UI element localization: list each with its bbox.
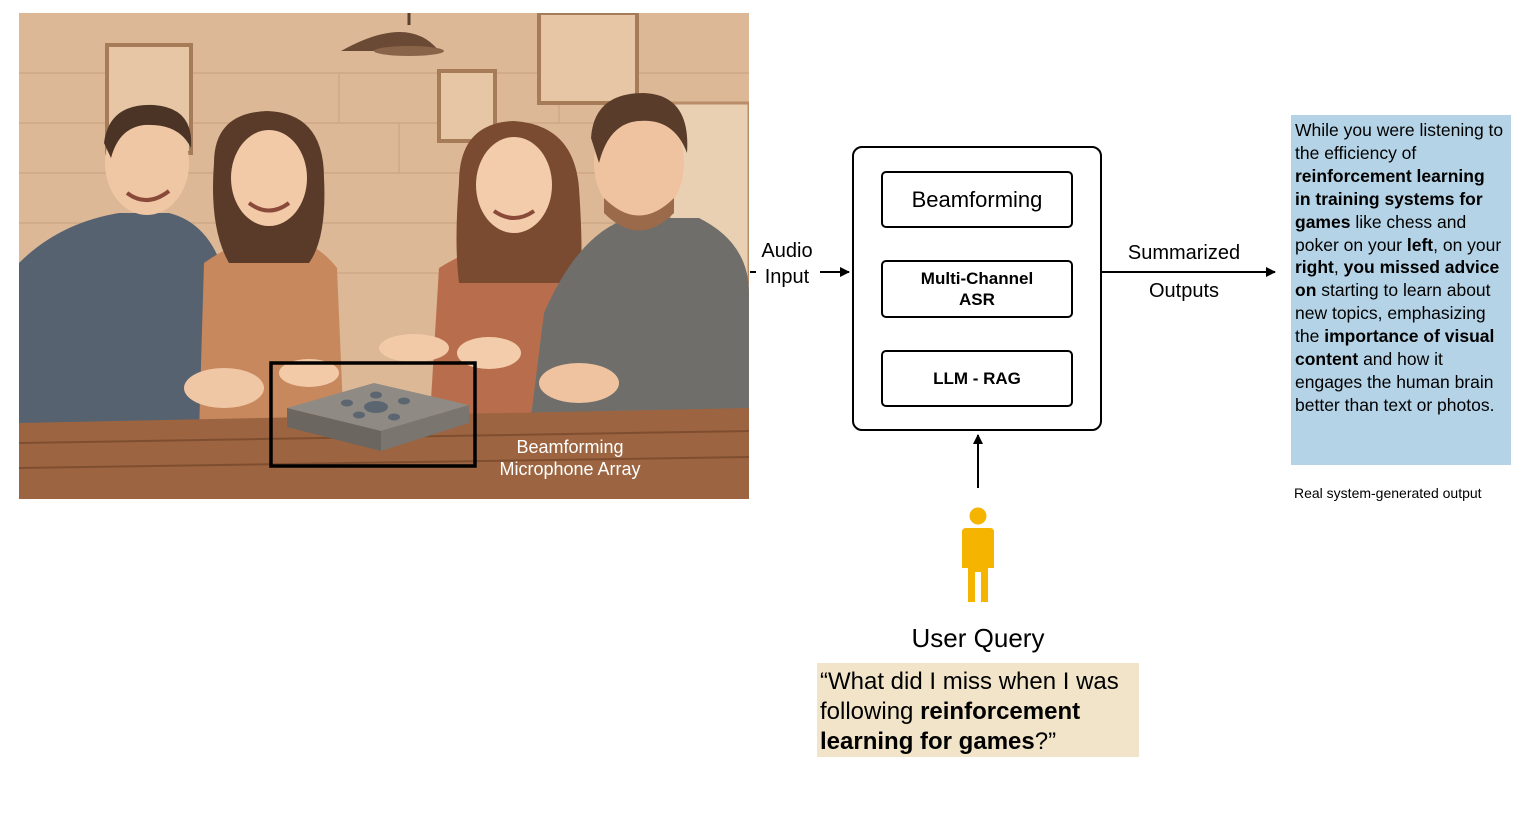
output-t4: , bbox=[1333, 257, 1344, 278]
query-bold-1: reinforcement learning for games bbox=[820, 698, 1081, 755]
microphone-array-device bbox=[287, 383, 469, 451]
asr-module: Multi-Channel ASR bbox=[881, 260, 1073, 318]
cafe-illustration bbox=[19, 13, 749, 499]
summarized-output-text-box: While you were listening to the efficien… bbox=[1291, 115, 1511, 465]
query-text-1: “What did I miss when I was following bbox=[820, 668, 1119, 725]
asr-module-label-line-2: ASR bbox=[959, 290, 995, 309]
audio-input-label: Audio Input bbox=[758, 238, 816, 290]
output-b5: importance of visual content bbox=[1295, 326, 1495, 370]
llm-rag-module-label: LLM - RAG bbox=[933, 368, 1021, 388]
summarized-outputs-label-line-2: Outputs bbox=[1148, 280, 1220, 302]
audio-label-line-1: Audio bbox=[761, 240, 813, 262]
llm-rag-module: LLM - RAG bbox=[881, 350, 1073, 407]
output-t5: starting to learn about new topics, emph… bbox=[1295, 280, 1491, 347]
output-b2: left bbox=[1406, 234, 1434, 255]
output-b3: right bbox=[1295, 257, 1334, 278]
output-b1: reinforcement learning in training syste… bbox=[1295, 165, 1485, 232]
summarized-outputs-label-line-1: Summarized bbox=[1127, 242, 1241, 264]
output-b4: you missed advice on bbox=[1295, 257, 1500, 301]
beamforming-module-label: Beamforming bbox=[911, 186, 1043, 212]
caption-line-1: Beamforming bbox=[516, 437, 624, 457]
query-text-2: ?” bbox=[1034, 728, 1057, 755]
caption-line-2: Microphone Array bbox=[499, 459, 641, 479]
beamforming-array-caption: Beamforming Microphone Array bbox=[460, 436, 680, 480]
user-query-label: User Query bbox=[911, 623, 1045, 653]
output-t2: like chess and poker on your bbox=[1295, 211, 1467, 255]
output-t6: and how it engages the human brain bette… bbox=[1295, 349, 1495, 415]
output-t1: While you were listening to the efficien… bbox=[1295, 120, 1504, 163]
beamforming-module: Beamforming bbox=[881, 171, 1073, 228]
output-t3: , on your bbox=[1433, 234, 1502, 255]
person-icon bbox=[962, 507, 994, 602]
table-top bbox=[19, 408, 749, 499]
asr-module-label-line-1: Multi-Channel bbox=[920, 269, 1034, 288]
person-left-man bbox=[19, 104, 239, 433]
audio-label-line-2: Input bbox=[764, 266, 810, 288]
scene-svg bbox=[19, 13, 749, 499]
device-highlight-box bbox=[269, 361, 477, 468]
output-caption: Real system-generated output bbox=[1294, 485, 1482, 501]
user-query-text-box: “What did I miss when I was following re… bbox=[817, 663, 1139, 757]
wall-frame-right bbox=[537, 13, 639, 105]
